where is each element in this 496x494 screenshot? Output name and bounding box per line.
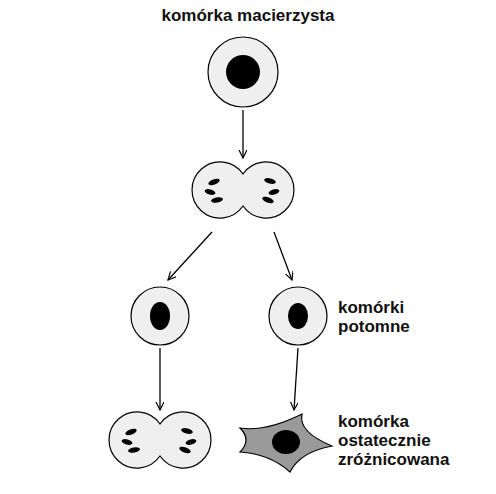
daughter-cell [131,287,189,345]
nucleus [272,430,300,454]
differentiated-cell [240,414,332,472]
arrow [274,232,292,280]
daughter-cell [269,287,327,345]
stem-cell [208,37,278,107]
arrow [242,110,243,158]
dividing-cell [192,162,294,218]
cell-node: komórka ostatecznie zróżnicowana [230,402,494,486]
nucleus [226,55,260,89]
arrow [294,348,298,410]
cell-label: komórka macierzysta [0,0,496,25]
cell-node: komórka macierzysta [0,0,496,112]
arrow [168,232,212,280]
arrow [159,348,160,410]
cell-label: komórki potomne [338,298,463,336]
cell-label: komórka ostatecznie zróżnicowana [338,412,488,469]
dividing-cell [109,412,211,468]
